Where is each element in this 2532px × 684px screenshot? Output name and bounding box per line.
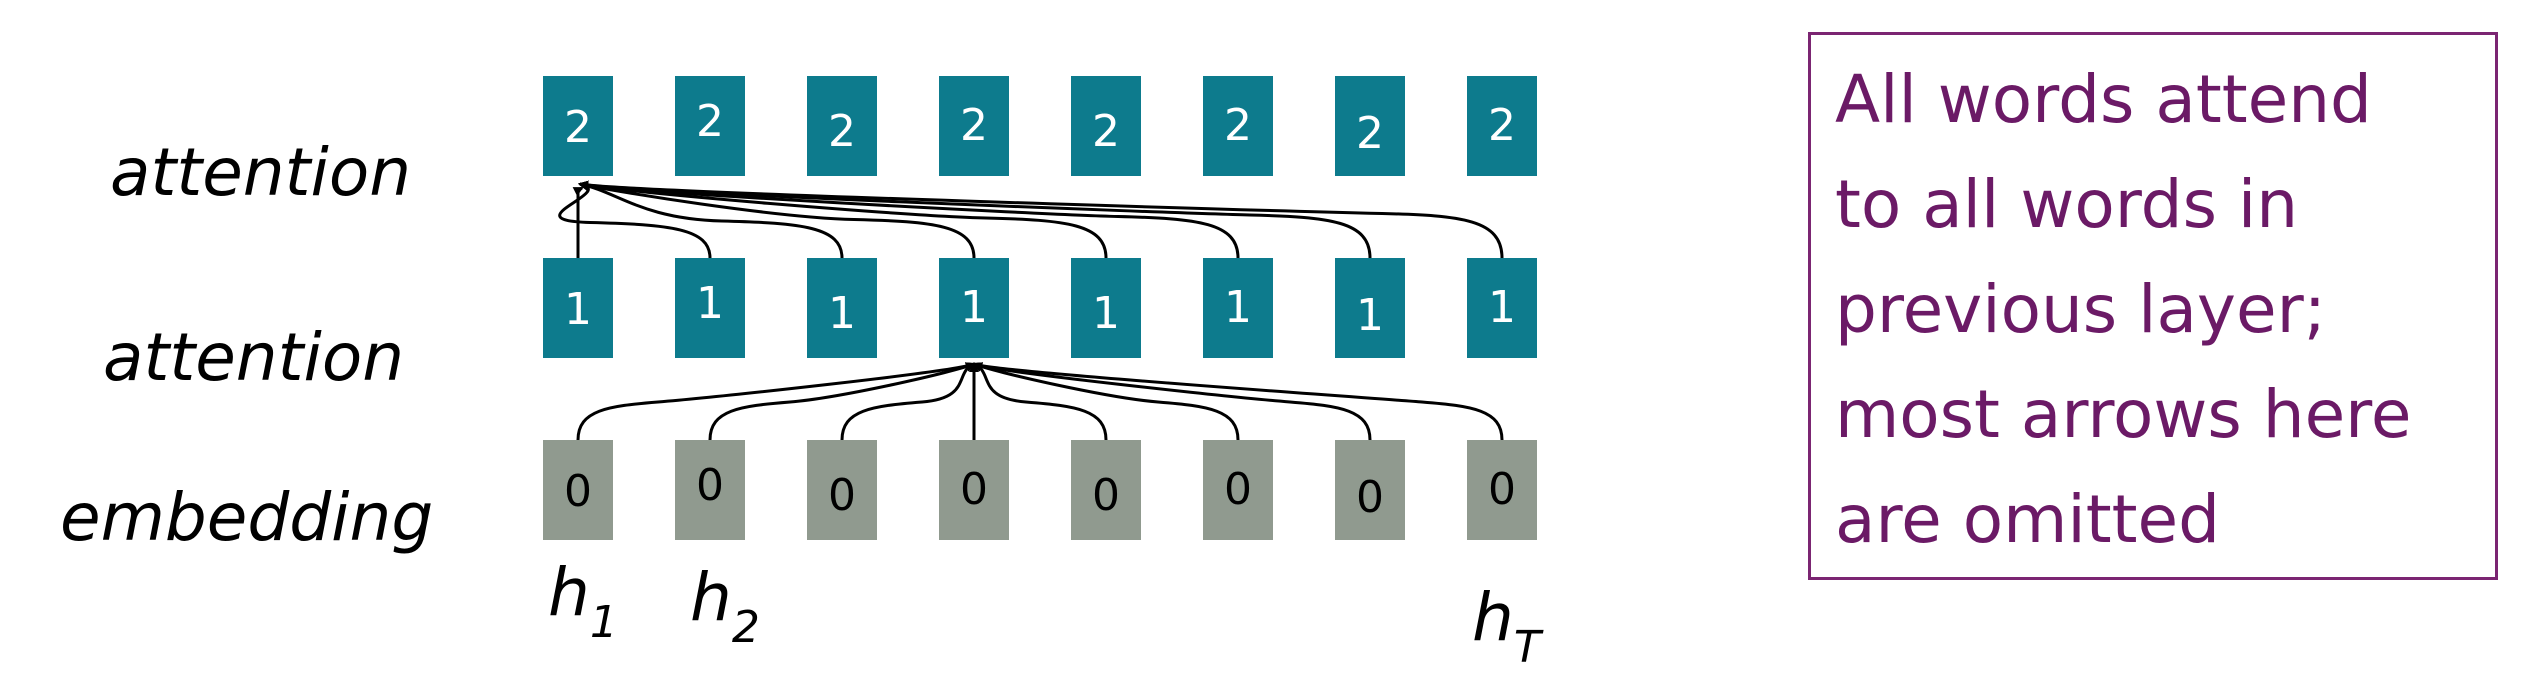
attention2-cell-value-1: 2 xyxy=(564,102,592,153)
attention2-cell-value-4: 2 xyxy=(960,100,988,151)
note-line-5: are omitted xyxy=(1835,481,2220,558)
row-label-attention2: attention xyxy=(110,134,411,211)
arc-l1-2-to-l2-1 xyxy=(558,180,712,259)
arc-emb-3-to-l1-4 xyxy=(840,362,976,441)
attention2-cell-4 xyxy=(939,76,1009,176)
note-line-3: previous layer; xyxy=(1835,271,2326,348)
embedding-cell-4 xyxy=(939,440,1009,540)
hidden-label-hT: hT xyxy=(1472,579,1544,673)
row-label-attention1: attention xyxy=(103,319,404,396)
embedding-cell-value-8: 0 xyxy=(1488,464,1516,515)
attention1-cell-6 xyxy=(1203,258,1273,358)
attention-diagram: attention attention embedding 2 2 2 2 2 2 2 2 1 1 1 1… xyxy=(60,76,1544,673)
hidden-label-subscript: T xyxy=(1514,622,1544,673)
attention1-cell-4 xyxy=(939,258,1009,358)
token-cells: 2 2 2 2 2 2 2 2 1 1 1 1 1 1 1 1 0 0 0 0 0 0 0 0 xyxy=(543,76,1537,540)
arc-emb-6-to-l1-4 xyxy=(972,362,1240,441)
hidden-label-subscript: 2 xyxy=(732,602,760,653)
hidden-label-h2: h2 xyxy=(690,559,760,653)
embedding-cell-7 xyxy=(1335,440,1405,540)
note-line-4: most arrows here xyxy=(1835,376,2412,453)
attention1-cell-1 xyxy=(543,258,613,358)
embedding-cell-value-7: 0 xyxy=(1356,472,1384,523)
embedding-cell-value-6: 0 xyxy=(1224,464,1252,515)
embedding-cell-8 xyxy=(1467,440,1537,540)
attention1-cell-3 xyxy=(807,258,877,358)
embedding-cell-1 xyxy=(543,440,613,540)
arc-emb-7-to-l1-4 xyxy=(972,362,1372,441)
embedding-cell-3 xyxy=(807,440,877,540)
attention1-cell-2 xyxy=(675,258,745,358)
row-label-embedding: embedding xyxy=(60,479,433,556)
attention2-cell-value-5: 2 xyxy=(1092,106,1120,157)
attention2-cell-2 xyxy=(675,76,745,176)
note-line-1: All words attend xyxy=(1835,61,2372,138)
attention2-cell-value-6: 2 xyxy=(1224,100,1252,151)
attention2-cell-7 xyxy=(1335,76,1405,176)
hidden-label-h1: h1 xyxy=(548,554,618,648)
attention2-cell-6 xyxy=(1203,76,1273,176)
arc-emb-1-to-l1-4 xyxy=(576,362,976,441)
attention2-cell-value-3: 2 xyxy=(828,106,856,157)
arc-emb-8-to-l1-4 xyxy=(972,362,1504,441)
hidden-label-subscript: 1 xyxy=(590,597,618,648)
hidden-label-base: h xyxy=(1472,579,1514,656)
embedding-cell-value-5: 0 xyxy=(1092,470,1120,521)
arc-l1-4-to-l2-1 xyxy=(578,180,976,259)
attention2-cell-value-7: 2 xyxy=(1356,108,1384,159)
attention2-cell-value-8: 2 xyxy=(1488,100,1516,151)
arc-l1-5-to-l2-1 xyxy=(578,180,1108,259)
embedding-cell-5 xyxy=(1071,440,1141,540)
attention2-cell-value-2: 2 xyxy=(696,96,724,147)
arc-emb-5-to-l1-4 xyxy=(972,362,1108,441)
embedding-cell-value-2: 0 xyxy=(696,460,724,511)
note-box: All words attend to all words in previous … xyxy=(1808,32,2498,580)
attention1-cell-value-5: 1 xyxy=(1092,288,1120,339)
arc-l1-8-to-l2-1 xyxy=(578,180,1504,259)
hidden-label-base: h xyxy=(548,554,590,631)
row-labels: attention attention embedding xyxy=(60,134,433,556)
embedding-cell-6 xyxy=(1203,440,1273,540)
attention2-cell-8 xyxy=(1467,76,1537,176)
attention1-cell-5 xyxy=(1071,258,1141,358)
attention2-cell-1 xyxy=(543,76,613,176)
embedding-cell-value-4: 0 xyxy=(960,464,988,515)
embedding-cell-value-3: 0 xyxy=(828,470,856,521)
hidden-label-base: h xyxy=(690,559,732,636)
attention1-cell-value-3: 1 xyxy=(828,288,856,339)
attention1-cell-value-8: 1 xyxy=(1488,282,1516,333)
attention1-cell-value-4: 1 xyxy=(960,282,988,333)
note-line-2: to all words in xyxy=(1835,166,2299,243)
attention1-cell-value-6: 1 xyxy=(1224,282,1252,333)
attention1-cell-8 xyxy=(1467,258,1537,358)
arc-l1-3-to-l2-1 xyxy=(578,180,844,259)
attention2-cell-5 xyxy=(1071,76,1141,176)
attention2-cell-3 xyxy=(807,76,877,176)
attention1-cell-value-2: 1 xyxy=(696,278,724,329)
embedding-cell-2 xyxy=(675,440,745,540)
attention1-cell-value-1: 1 xyxy=(564,284,592,335)
attention1-cell-value-7: 1 xyxy=(1356,290,1384,341)
attention1-cell-7 xyxy=(1335,258,1405,358)
arc-emb-2-to-l1-4 xyxy=(708,362,976,441)
attention-arcs xyxy=(558,180,1504,441)
embedding-cell-value-1: 0 xyxy=(564,466,592,517)
